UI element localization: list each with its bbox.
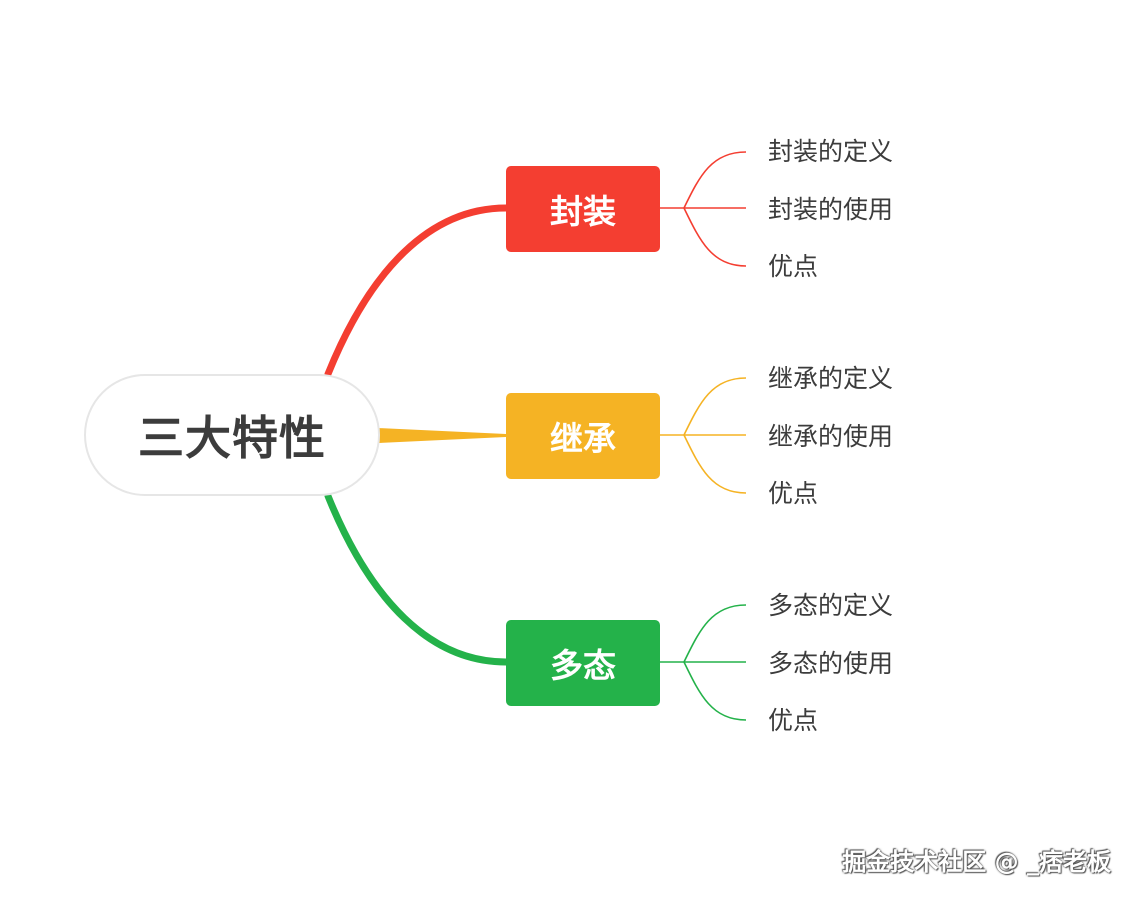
leaf-polymorphism-definition[interactable]: 多态的定义: [768, 591, 894, 620]
root-topic-label: 三大特性: [138, 411, 326, 465]
leaf-inheritance-definition[interactable]: 继承的定义: [768, 364, 894, 393]
connector-root-to-branch-3: [324, 492, 510, 666]
connector-branch-2-leaves: [660, 377, 747, 494]
connector-branch-1-leaves: [660, 151, 747, 267]
leaf-encapsulation-advantages[interactable]: 优点: [768, 252, 819, 281]
connector-branch-3-leaves: [660, 604, 747, 721]
connector-branch-2-leaf-3: [683, 434, 747, 494]
branch-topic-inheritance[interactable]: 继承: [506, 393, 660, 479]
leaf-polymorphism-usage[interactable]: 多态的使用: [768, 649, 894, 678]
leaf-polymorphism-advantages[interactable]: 优点: [768, 706, 819, 735]
leaf-inheritance-advantages[interactable]: 优点: [768, 479, 819, 508]
branch-topic-encapsulation[interactable]: 封装: [506, 166, 660, 252]
branch-topic-label: 继承: [550, 419, 616, 458]
leaf-inheritance-usage[interactable]: 继承的使用: [768, 422, 894, 451]
connector-root-to-branch-2: [378, 428, 506, 443]
leaf-encapsulation-definition[interactable]: 封装的定义: [768, 137, 894, 166]
connector-branch-3-leaf-1: [683, 604, 747, 663]
connector-branch-1-leaf-3: [683, 207, 747, 267]
branch-topic-label: 封装: [550, 192, 616, 231]
branch-topic-label: 多态: [550, 646, 616, 685]
watermark: 掘金技术社区 @ _痞老板: [842, 848, 1111, 876]
branch-topic-polymorphism[interactable]: 多态: [506, 620, 660, 706]
connector-branch-1-leaf-1: [683, 151, 747, 209]
connector-branch-3-leaf-3: [683, 661, 747, 721]
root-topic[interactable]: 三大特性: [84, 374, 380, 496]
connector-branch-2-leaf-1: [683, 377, 747, 436]
leaf-encapsulation-usage[interactable]: 封装的使用: [768, 195, 894, 224]
connector-root-to-branch-1: [324, 204, 510, 378]
